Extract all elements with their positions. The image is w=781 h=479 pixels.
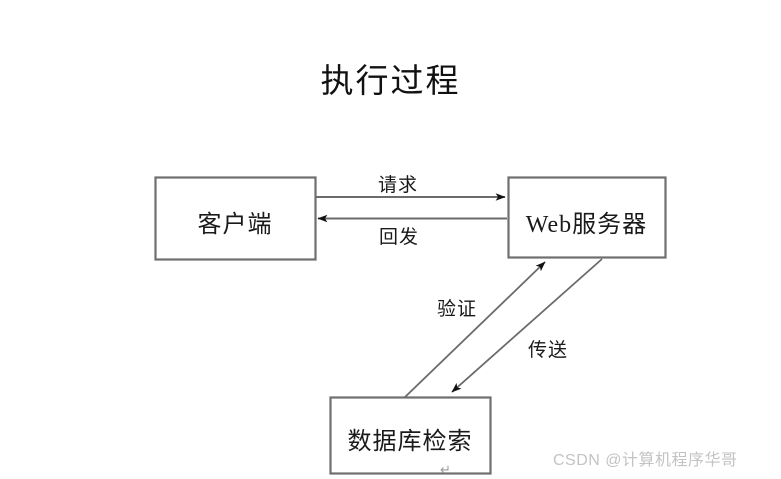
node-database-box — [329, 396, 492, 475]
edge-label-request: 请求 — [378, 175, 419, 196]
edge-label-verify: 验证 — [437, 299, 478, 320]
edge-verify-line — [403, 261, 546, 399]
page-title: 执行过程 — [320, 64, 461, 100]
node-label-server: Web服务器 — [525, 212, 648, 238]
node-label-database: 数据库检索 — [347, 429, 473, 455]
paragraph-mark-icon: ↵ — [440, 462, 451, 477]
node-client-box — [154, 176, 317, 261]
edge-transmit-line — [451, 258, 603, 393]
node-label-client: 客户端 — [197, 212, 273, 238]
edge-label-transmit: 传送 — [528, 340, 569, 361]
node-server-box — [507, 176, 667, 259]
edge-label-postback: 回发 — [379, 227, 420, 248]
csdn-watermark: CSDN @计算机程序华哥 — [553, 452, 738, 469]
